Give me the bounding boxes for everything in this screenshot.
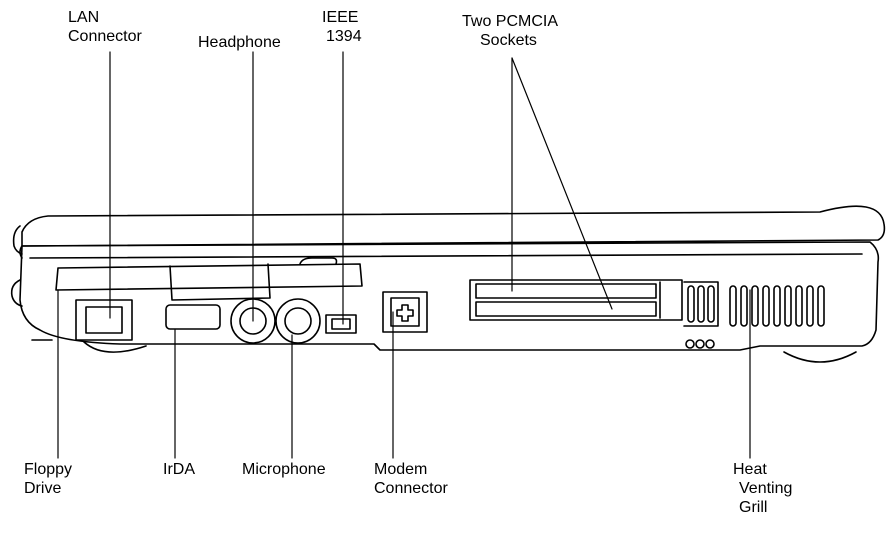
- lan-connector: [75, 299, 147, 353]
- label-irda: IrDA: [163, 461, 195, 478]
- rear-foot: [783, 351, 857, 363]
- label-headphone: Headphone: [198, 34, 281, 51]
- label-heat-venting-grill: Heat Venting Grill: [733, 461, 793, 516]
- indicator-lights: [685, 339, 715, 349]
- microphone-jack: [275, 298, 321, 344]
- ieee1394-port: [325, 314, 357, 334]
- floppy-drive-slot: [55, 263, 363, 291]
- label-microphone: Microphone: [242, 461, 326, 478]
- heat-venting-grill: [683, 281, 825, 327]
- irda-window: [165, 304, 221, 330]
- label-modem-connector: Modem Connector: [374, 461, 448, 497]
- leader-lines: [57, 51, 751, 459]
- label-lan-connector: LAN Connector: [68, 9, 142, 45]
- label-floppy-drive: Floppy Drive: [24, 461, 73, 497]
- laptop-lid: [21, 205, 886, 247]
- pcmcia-sockets: [469, 279, 683, 321]
- side-latch: [10, 279, 23, 307]
- modem-connector: [382, 291, 428, 333]
- label-pcmcia-sockets: Two PCMCIA Sockets: [462, 13, 559, 49]
- laptop-base: [19, 241, 880, 351]
- hinge-bump: [12, 225, 23, 255]
- label-ieee-1394: IEEE 1394: [322, 9, 362, 45]
